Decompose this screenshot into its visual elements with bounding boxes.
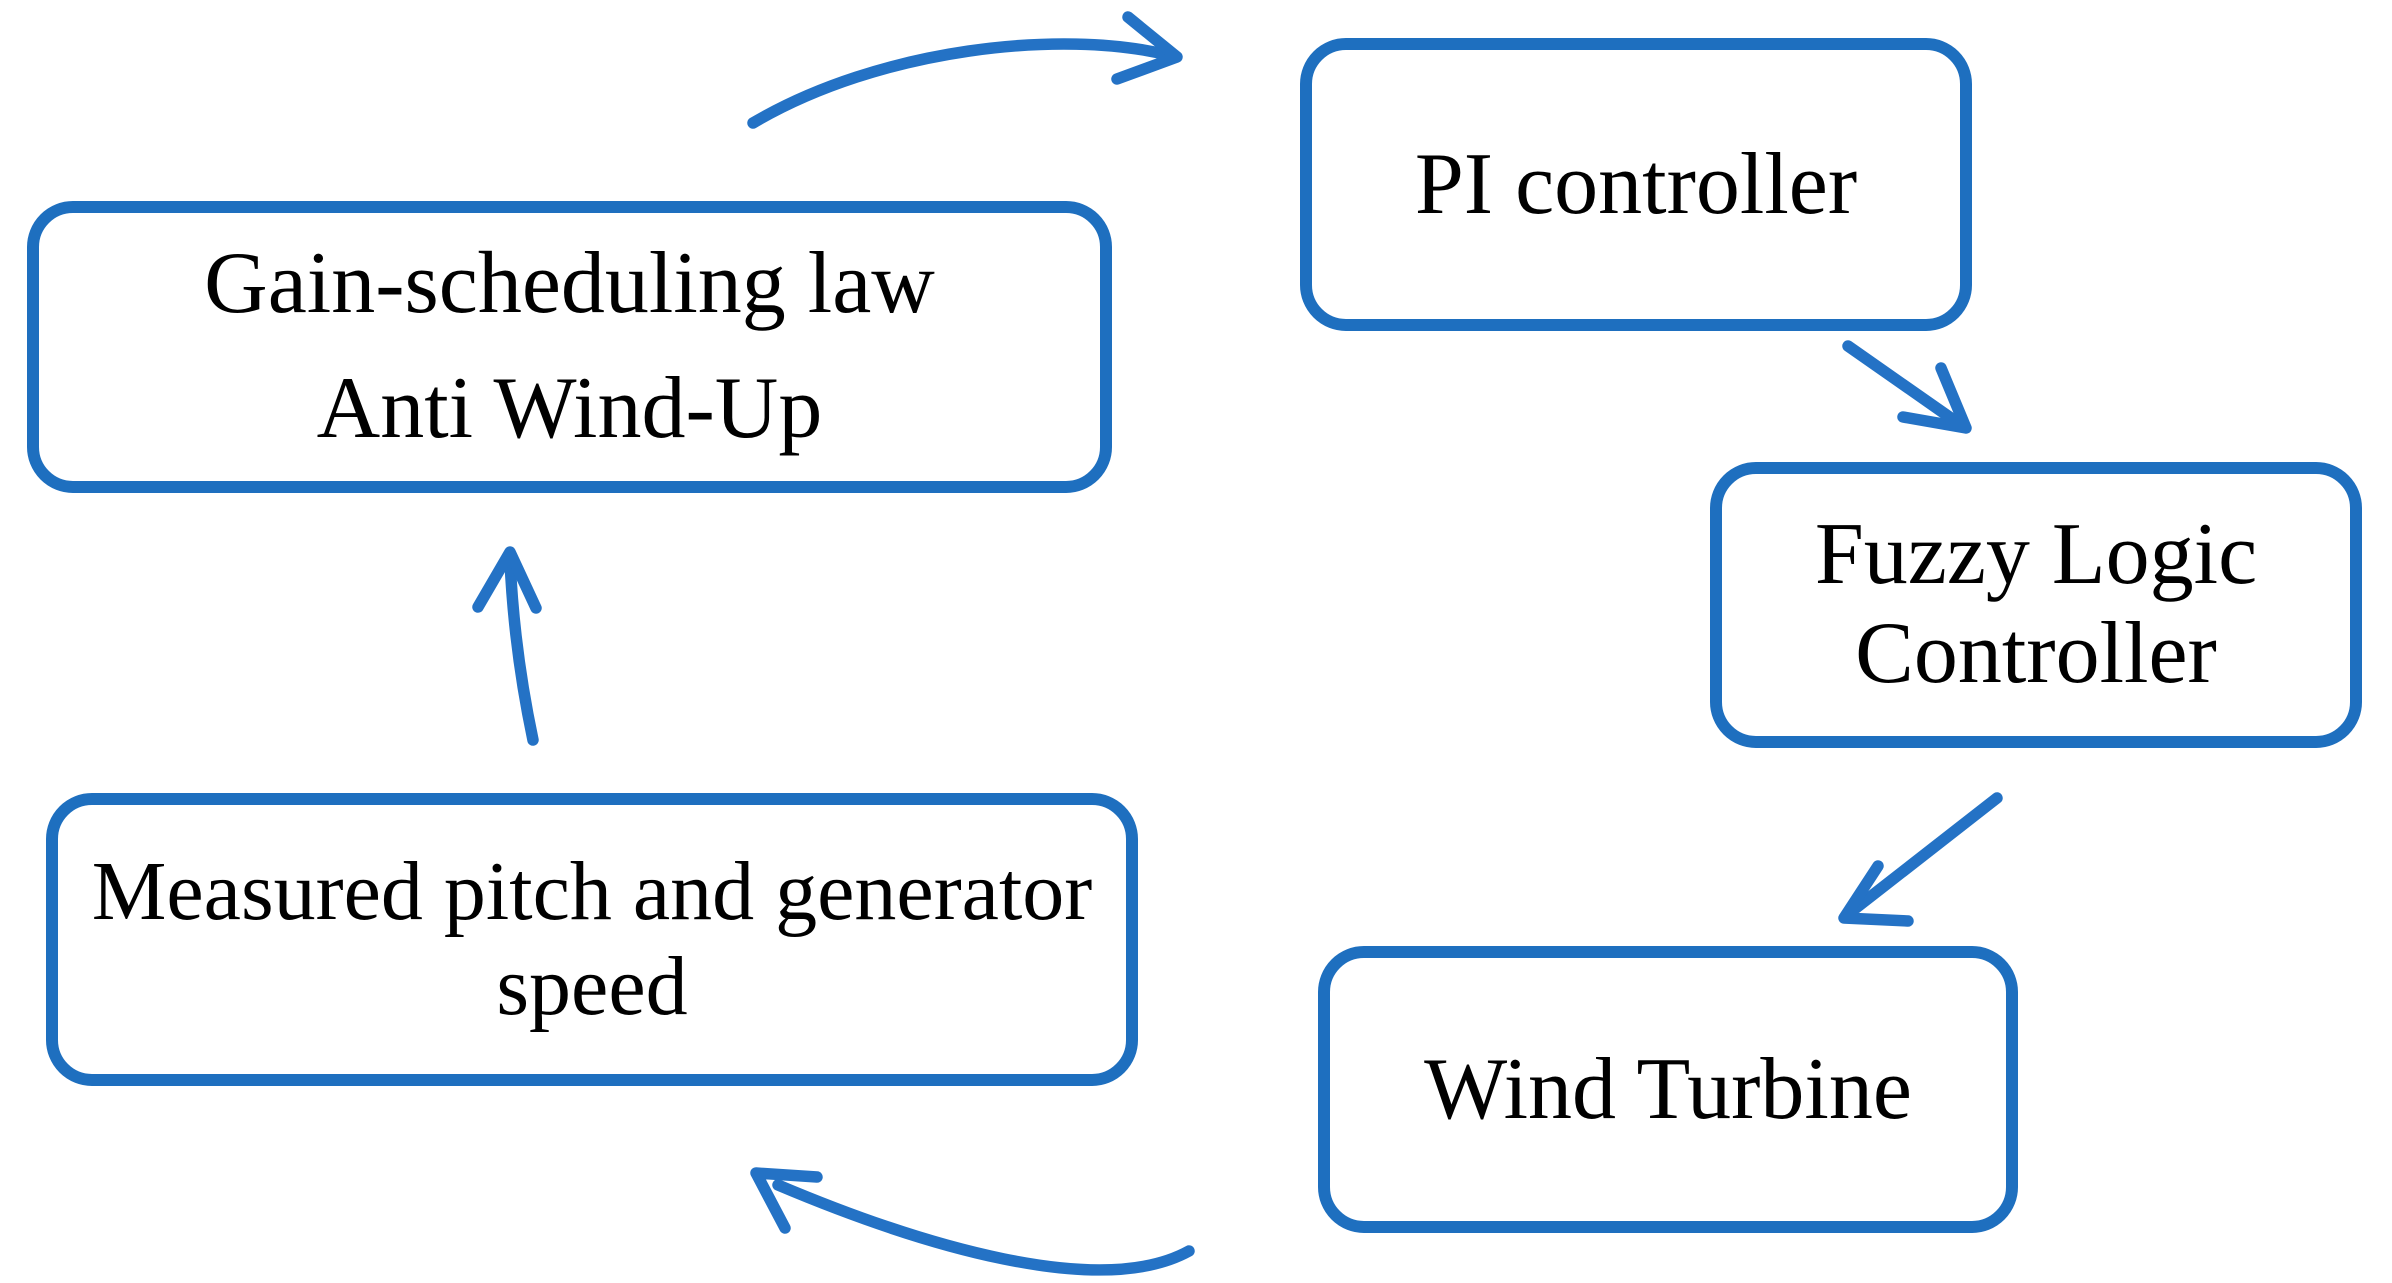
node-wind-turbine: Wind Turbine (1318, 946, 2018, 1233)
arrow-shaft (772, 1179, 1195, 1276)
arrow-pi-to-fuzzy (1842, 340, 1972, 434)
arrow-head (750, 1167, 823, 1234)
arrow-fuzzy-to-wind (1838, 792, 2003, 927)
arrow-head (472, 546, 542, 614)
arrow-wind-to-measured (750, 1167, 1195, 1276)
node-measured-pitch-generator-speed: Measured pitch and generator speed (46, 793, 1138, 1086)
node-fuzzy-logic-controller: Fuzzy Logic Controller (1710, 462, 2362, 748)
arrow-head (1111, 11, 1183, 85)
arrow-head (1838, 860, 1914, 927)
arrow-shaft (1850, 792, 2003, 914)
node-label-line: Controller (1855, 605, 2217, 702)
node-label-line: Anti Wind-Up (316, 360, 823, 457)
node-label-line: Fuzzy Logic (1814, 506, 2258, 604)
arrow-shaft (504, 554, 539, 746)
arrow-measured-to-gain (472, 546, 542, 746)
node-label-line: PI controller (1414, 135, 1858, 233)
node-label-line: Wind Turbine (1424, 1040, 1912, 1138)
node-label-line: Measured pitch and generator (91, 845, 1093, 939)
node-label-line: Gain-scheduling law (204, 235, 935, 333)
node-label-line: speed (496, 939, 688, 1033)
arrow-head (1897, 362, 1972, 434)
arrow-gain-to-pi (747, 11, 1183, 129)
node-gain-scheduling-law: Gain-scheduling law Anti Wind-Up (27, 201, 1112, 493)
node-pi-controller: PI controller (1300, 38, 1972, 331)
arrow-shaft (747, 38, 1174, 129)
arrow-shaft (1842, 340, 1964, 429)
